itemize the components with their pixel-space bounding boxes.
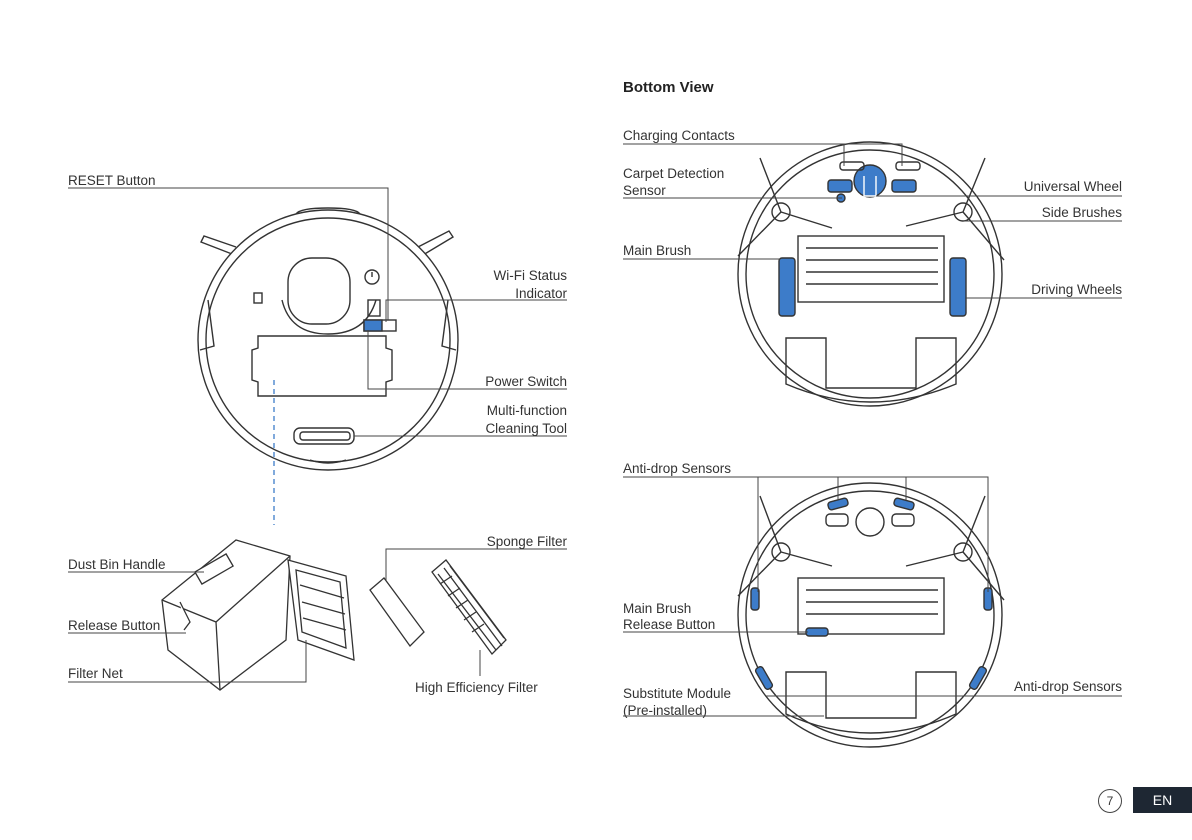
power-switch-label: Power Switch xyxy=(485,374,567,389)
page-number: 7 xyxy=(1098,789,1122,813)
multi-tool-label-line1: Multi-function xyxy=(486,403,567,418)
main-brush-release-label-line1: Main Brush xyxy=(623,601,692,616)
carpet-detection-label-line1: Carpet Detection xyxy=(623,166,725,181)
main-brush-label: Main Brush xyxy=(623,243,692,258)
dust-bin-drawing xyxy=(161,539,355,691)
leader-lines xyxy=(68,143,1122,717)
robot-bottom-view xyxy=(737,141,1005,407)
universal-wheel-label: Universal Wheel xyxy=(1023,179,1122,194)
release-button-label: Release Button xyxy=(68,618,161,633)
filter-net-label: Filter Net xyxy=(68,666,123,681)
anti-drop-sensors-bottom-label: Anti-drop Sensors xyxy=(1013,679,1122,694)
side-brushes-label: Side Brushes xyxy=(1041,205,1122,220)
high-efficiency-filter-label: High Efficiency Filter xyxy=(415,680,538,695)
sponge-filter-drawing xyxy=(369,577,425,648)
carpet-detection-label-line2: Sensor xyxy=(623,183,666,198)
robot-antidrop-view xyxy=(737,482,1005,748)
sponge-filter-label: Sponge Filter xyxy=(486,534,567,549)
wifi-status-label-line1: Wi-Fi Status xyxy=(493,268,567,283)
driving-wheels-label: Driving Wheels xyxy=(1031,282,1122,297)
main-brush-release-label-line2: Release Button xyxy=(623,617,716,632)
charging-contacts-label: Charging Contacts xyxy=(623,128,735,143)
wifi-status-label-line2: Indicator xyxy=(515,286,567,301)
reset-button-label: RESET Button xyxy=(68,173,156,188)
hepa-filter-drawing xyxy=(431,559,507,655)
dust-bin-handle-label: Dust Bin Handle xyxy=(68,557,166,572)
multi-tool-label-line2: Cleaning Tool xyxy=(485,421,567,436)
robot-top-view xyxy=(197,207,459,471)
anti-drop-sensors-top-label: Anti-drop Sensors xyxy=(623,461,732,476)
substitute-module-label-line1: Substitute Module xyxy=(623,686,732,701)
section-title: Bottom View xyxy=(623,79,714,96)
substitute-module-label-line2: (Pre-installed) xyxy=(623,703,708,718)
language-tab: EN xyxy=(1133,787,1192,813)
